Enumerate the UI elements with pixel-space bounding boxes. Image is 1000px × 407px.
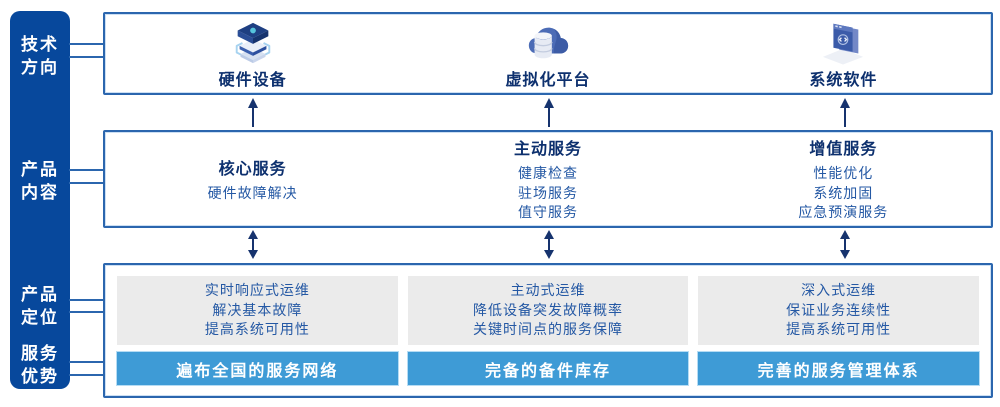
positioning-line: 提高系统可用性 <box>204 321 310 338</box>
positioning-line: 深入式运维 <box>801 282 877 299</box>
tech-item-label: 硬件设备 <box>218 72 287 89</box>
connector-line <box>69 56 105 58</box>
positioning-panel: 实时响应式运维 解决基本故障 提高系统可用性 <box>117 276 398 345</box>
advantage-bar: 完备的备件库存 <box>407 352 689 385</box>
positioning-line: 实时响应式运维 <box>204 282 310 299</box>
connector-line <box>69 311 105 313</box>
product-positioning-box: 实时响应式运维 解决基本故障 提高系统可用性 遍布全国的服务网络 主动式运维 降… <box>103 263 993 398</box>
positioning-column-indepth: 深入式运维 保证业务连续性 提高系统可用性 完善的服务管理体系 <box>698 276 979 385</box>
server-stack-icon <box>235 22 270 64</box>
arrow-updown-icon <box>542 230 556 259</box>
content-item: 健康检查 <box>517 165 578 182</box>
connector-line <box>69 182 105 184</box>
sidebar-label-line: 产品 <box>21 160 59 179</box>
positioning-line: 保证业务连续性 <box>786 301 892 318</box>
positioning-column-proactive: 主动式运维 降低设备突发故障概率 关键时间点的服务保障 完备的备件库存 <box>407 276 689 385</box>
arrow-up-icon <box>542 98 556 128</box>
sidebar-label-line: 优势 <box>21 367 59 386</box>
arrow-updown-icon <box>838 230 852 259</box>
positioning-panel: 主动式运维 降低设备突发故障概率 关键时间点的服务保障 <box>407 276 689 345</box>
tech-direction-box: 硬件设备 虚拟化平台 <box>103 12 993 95</box>
positioning-line: 关键时间点的服务保障 <box>472 321 623 338</box>
advantage-bar: 遍布全国的服务网络 <box>117 352 398 385</box>
sidebar-label-product-content: 产品 内容 <box>10 158 70 204</box>
sidebar-label-tech-direction: 技术 方向 <box>10 33 70 79</box>
arrow-up-icon <box>246 98 260 128</box>
sidebar-label-line: 定位 <box>21 308 59 327</box>
positioning-line: 降低设备突发故障概率 <box>472 301 623 318</box>
software-window-icon <box>823 23 864 65</box>
tech-item-label: 系统软件 <box>809 72 878 89</box>
arrow-updown-icon <box>246 230 260 259</box>
content-item: 性能优化 <box>813 165 874 182</box>
positioning-line: 解决基本故障 <box>212 301 303 318</box>
positioning-line: 提高系统可用性 <box>786 321 892 338</box>
content-column-title: 增值服务 <box>809 141 878 159</box>
tech-item-virtualization: 虚拟化平台 <box>400 14 695 93</box>
connector-line <box>69 361 105 363</box>
sidebar-label-product-positioning: 产品 定位 <box>10 283 70 329</box>
sidebar: 技术 方向 产品 内容 产品 定位 服务 优势 <box>10 11 70 389</box>
content-column-title: 核心服务 <box>218 160 287 178</box>
advantage-bar: 完善的服务管理体系 <box>698 352 979 385</box>
content-item: 硬件故障解决 <box>207 184 298 201</box>
content-column-value-added-service: 增值服务 性能优化 系统加固 应急预演服务 <box>696 132 991 226</box>
connector-line <box>69 299 105 301</box>
tech-item-system-software: 系统软件 <box>696 14 991 93</box>
cloud-database-icon <box>528 27 569 59</box>
content-item: 值守服务 <box>517 204 578 221</box>
connector-line <box>69 169 105 171</box>
content-item: 系统加固 <box>813 184 874 201</box>
connector-line <box>69 43 105 45</box>
positioning-column-realtime: 实时响应式运维 解决基本故障 提高系统可用性 遍布全国的服务网络 <box>117 276 398 385</box>
positioning-line: 主动式运维 <box>510 282 586 299</box>
content-item: 应急预演服务 <box>798 204 889 221</box>
product-content-box: 核心服务 硬件故障解决 主动服务 健康检查 驻场服务 值守服务 增值服务 性能优… <box>103 130 993 228</box>
positioning-panel: 深入式运维 保证业务连续性 提高系统可用性 <box>698 276 979 345</box>
arrow-up-icon <box>838 98 852 128</box>
sidebar-label-line: 产品 <box>21 285 59 304</box>
content-column-proactive-service: 主动服务 健康检查 驻场服务 值守服务 <box>400 132 695 226</box>
sidebar-label-line: 方向 <box>21 58 59 77</box>
content-column-core-service: 核心服务 硬件故障解决 <box>105 132 400 226</box>
sidebar-label-line: 内容 <box>21 183 59 202</box>
sidebar-label-line: 技术 <box>21 35 59 54</box>
content-column-title: 主动服务 <box>513 141 582 159</box>
tech-item-hardware: 硬件设备 <box>105 14 400 93</box>
sidebar-label-line: 服务 <box>21 344 59 363</box>
tech-item-label: 虚拟化平台 <box>505 72 591 89</box>
content-item: 驻场服务 <box>517 184 578 201</box>
connector-line <box>69 374 105 376</box>
sidebar-label-service-advantage: 服务 优势 <box>10 342 70 388</box>
